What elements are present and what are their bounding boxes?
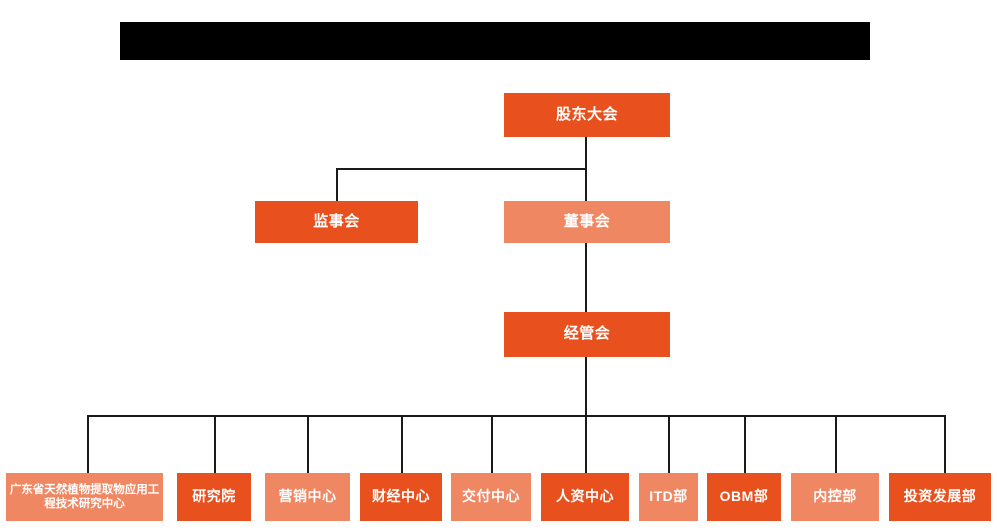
department-box-5[interactable]: 交付中心	[451, 473, 531, 521]
department-box-7[interactable]: ITD部	[639, 473, 698, 521]
connector-drop-6	[585, 415, 587, 473]
department-box-1[interactable]: 广东省天然植物提取物应用工程技术研究中心	[6, 473, 163, 521]
connector-level2-bus	[336, 168, 587, 170]
connector-management-down	[585, 357, 587, 416]
connector-drop-1	[87, 415, 89, 473]
connector-shareholders-down	[585, 137, 587, 170]
department-box-2[interactable]: 研究院	[177, 473, 251, 521]
connector-to-supervisory-board	[336, 168, 338, 201]
connector-to-board-of-directors	[585, 168, 587, 201]
connector-drop-4	[401, 415, 403, 473]
redacted-title-bar	[120, 22, 870, 60]
department-box-8[interactable]: OBM部	[707, 473, 781, 521]
connector-drop-8	[744, 415, 746, 473]
connector-drop-3	[307, 415, 309, 473]
connector-departments-bus	[87, 415, 945, 417]
department-box-4[interactable]: 财经中心	[360, 473, 442, 521]
node-shareholders-meeting[interactable]: 股东大会	[504, 93, 670, 137]
connector-drop-7	[668, 415, 670, 473]
connector-drop-5	[491, 415, 493, 473]
node-board-of-directors[interactable]: 董事会	[504, 201, 670, 243]
department-box-9[interactable]: 内控部	[791, 473, 879, 521]
department-box-6[interactable]: 人资中心	[541, 473, 629, 521]
connector-drop-9	[835, 415, 837, 473]
connector-drop-2	[214, 415, 216, 473]
connector-drop-10	[944, 415, 946, 473]
department-box-3[interactable]: 营销中心	[265, 473, 350, 521]
department-box-10[interactable]: 投资发展部	[889, 473, 991, 521]
node-supervisory-board[interactable]: 监事会	[255, 201, 418, 243]
node-management-committee[interactable]: 经管会	[504, 312, 670, 357]
connector-directors-to-management	[585, 243, 587, 312]
